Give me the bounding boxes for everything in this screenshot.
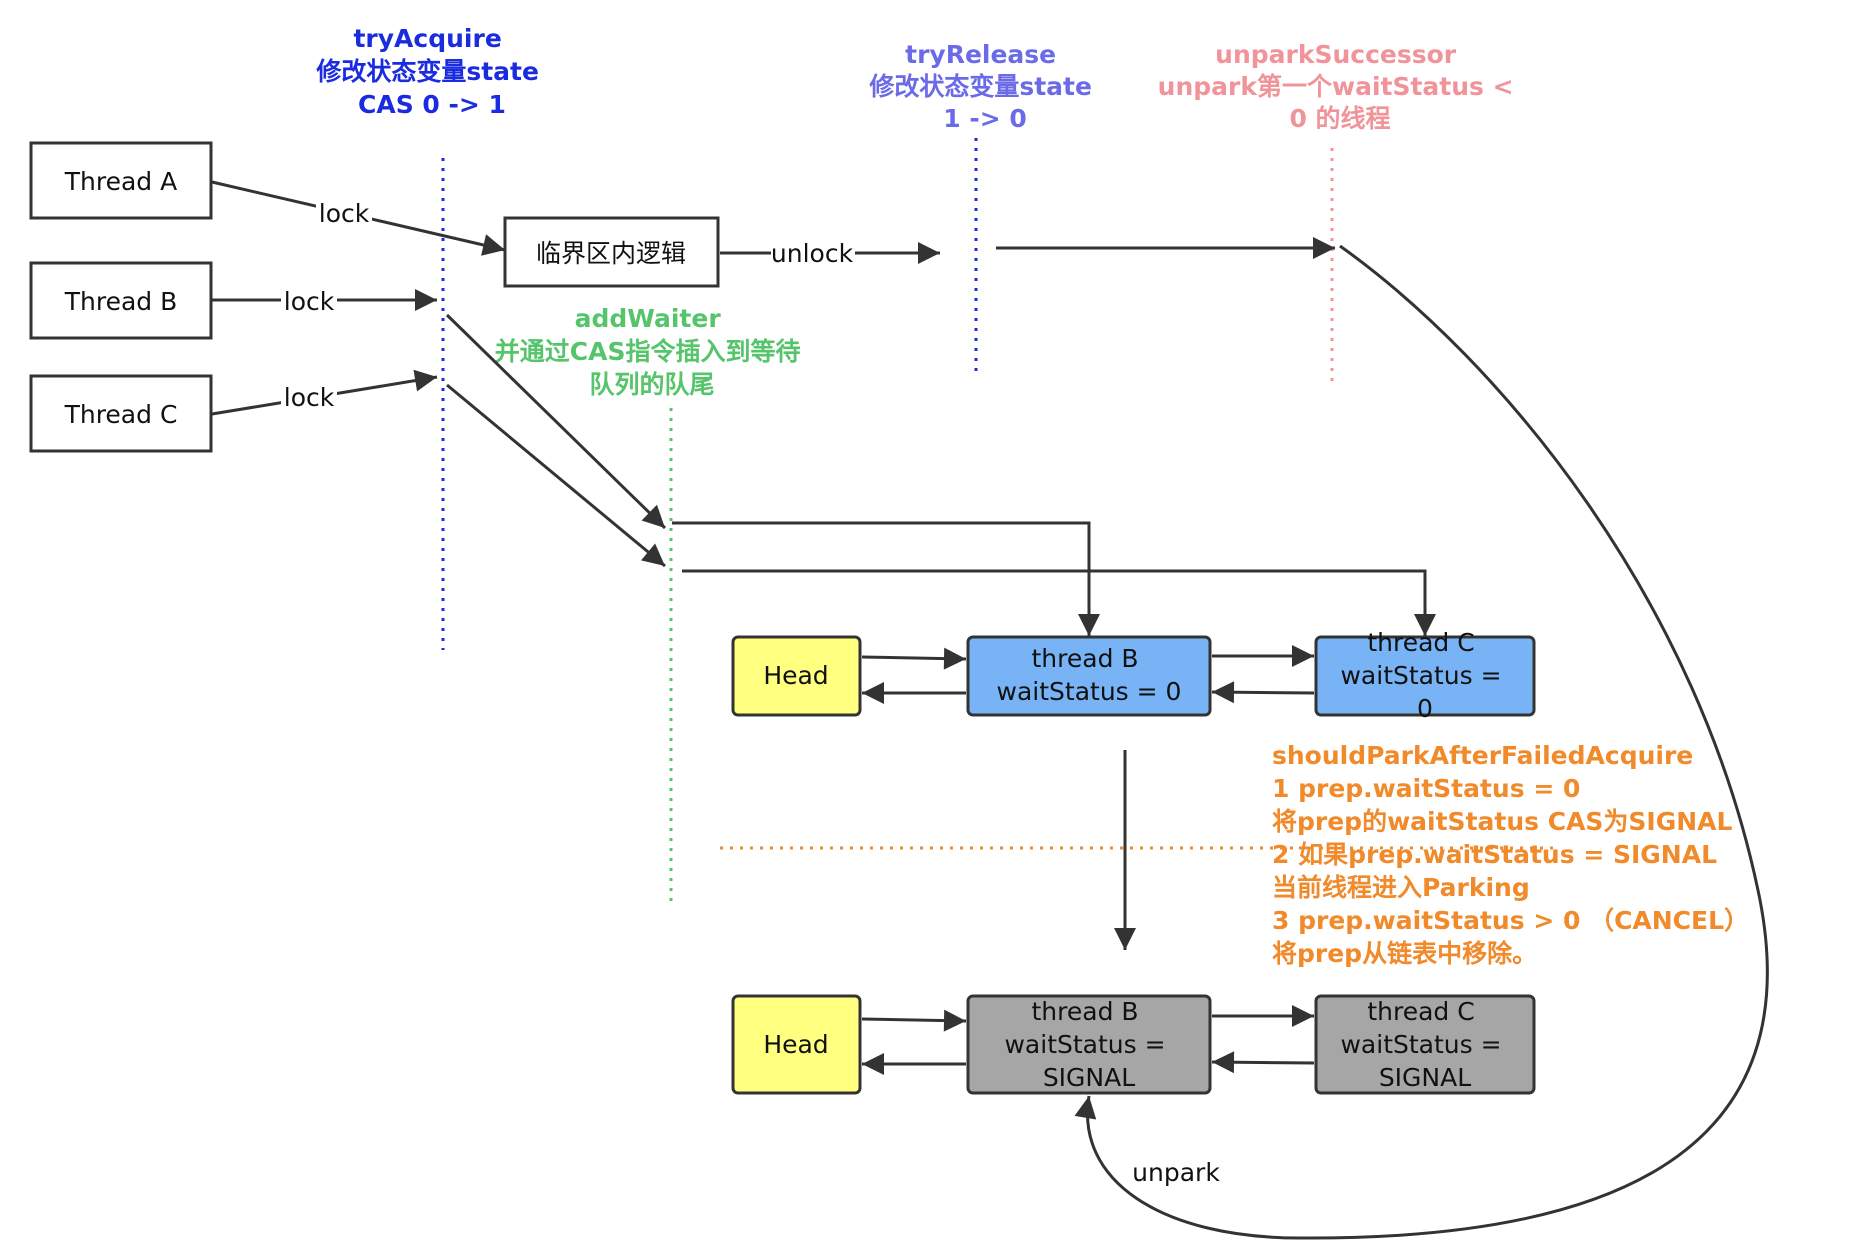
enqueue-c-arrow bbox=[446, 383, 666, 568]
unpark-successor-annotation: unparkSuccessor unpark第一个waitStatus < 0 … bbox=[1158, 40, 1523, 133]
svg-text:thread C waitStatus =: thread C waitStatus = 0 bbox=[1340, 628, 1509, 723]
thread-b-box: Thread B bbox=[29, 261, 213, 340]
head-to-b-link-before bbox=[861, 647, 967, 670]
unlock-label-group: unlock bbox=[771, 239, 855, 268]
thread-c-node-before: thread C waitStatus = 0 bbox=[1314, 628, 1536, 723]
svg-text:thread B waitStatus =: thread B waitStatus = SIGNAL bbox=[1004, 997, 1173, 1092]
c-to-b-link-after bbox=[1211, 1051, 1315, 1074]
lock-a-label: lock bbox=[319, 199, 370, 228]
unlock-label: unlock bbox=[771, 239, 854, 268]
enqueue-b-arrow bbox=[445, 313, 667, 530]
thread-c-node-after: thread C waitStatus = SIGNAL bbox=[1314, 994, 1536, 1095]
add-waiter-annotation: addWaiter 并通过CAS指令插入到等待 队列的队尾 bbox=[495, 304, 809, 399]
thread-a-box: Thread A bbox=[29, 141, 213, 220]
insert-b-arrow bbox=[672, 521, 1100, 636]
unpark-curve-arrow bbox=[1074, 244, 1769, 1240]
thread-a-label: Thread A bbox=[64, 167, 177, 196]
should-park-annotation: shouldParkAfterFailedAcquire 1 prep.wait… bbox=[1272, 741, 1758, 968]
critical-section-box: 临界区内逻辑 bbox=[503, 216, 720, 288]
lock-c-label: lock bbox=[284, 383, 335, 412]
thread-b-node-after: thread B waitStatus = SIGNAL bbox=[966, 994, 1212, 1095]
thread-b-node-before: thread B waitStatus = 0 bbox=[966, 635, 1212, 717]
lock-c-label-group: lock bbox=[281, 383, 337, 412]
thread-c-box: Thread C bbox=[29, 374, 213, 453]
critical-section-label: 临界区内逻辑 bbox=[536, 239, 686, 268]
svg-text:thread C waitStatus =: thread C waitStatus = SIGNAL bbox=[1340, 997, 1509, 1092]
thread-b-label: Thread B bbox=[64, 287, 178, 316]
head-node-before: Head bbox=[731, 635, 862, 717]
lock-b-label: lock bbox=[284, 287, 335, 316]
try-release-annotation: tryRelease 修改状态变量state 1 -> 0 bbox=[868, 40, 1100, 133]
head-label-before: Head bbox=[763, 661, 828, 690]
queue-before: Head thread B waitStatus = 0 thread C wa… bbox=[731, 628, 1536, 723]
insert-c-arrow bbox=[682, 569, 1436, 636]
thread-c-label: Thread C bbox=[64, 400, 178, 429]
lock-b-label-group: lock bbox=[281, 287, 337, 316]
lock-a-label-group: lock bbox=[316, 199, 372, 228]
svg-text:thread B waitStatus =: thread B waitStatus = 0 bbox=[997, 644, 1182, 706]
try-acquire-annotation: tryAcquire 修改状态变量state CAS 0 -> 1 bbox=[315, 24, 547, 119]
c-to-b-link-before bbox=[1211, 681, 1315, 704]
unpark-label: unpark bbox=[1132, 1158, 1220, 1187]
head-to-b-link-after bbox=[861, 1009, 967, 1032]
head-node-after: Head bbox=[731, 994, 862, 1095]
queue-after: Head thread B waitStatus = SIGNAL thread… bbox=[731, 994, 1536, 1095]
head-label-after: Head bbox=[763, 1030, 828, 1059]
